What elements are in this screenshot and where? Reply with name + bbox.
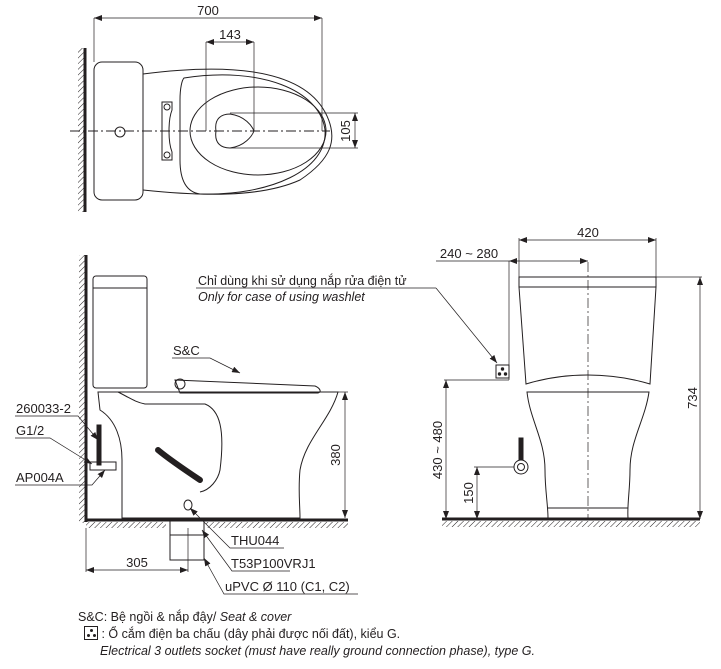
label-sc: S&C (173, 343, 200, 358)
top-view (70, 15, 358, 212)
hinge (161, 101, 173, 161)
legend-socket-vi: : Ổ cắm điện ba chấu (dây phải được nối … (98, 627, 401, 641)
hinge-bolt-top (163, 103, 171, 111)
leader-thu044 (189, 507, 284, 549)
washlet-note-leader (196, 287, 498, 364)
bowl-outer (142, 68, 333, 195)
dim-305-label: 305 (126, 555, 148, 570)
hinge-bolt-bottom (163, 151, 171, 159)
dim-734-label: 734 (685, 387, 700, 409)
legend-sc-vi: Bệ ngồi & nắp đậy/ (107, 610, 220, 624)
legend-socket-en: Electrical 3 outlets socket (must have r… (100, 644, 535, 658)
dim-143-label: 143 (219, 27, 241, 42)
leader-sc (172, 357, 241, 374)
leader-ap004a (15, 469, 106, 486)
dim-150-label: 150 (461, 482, 476, 504)
tank-button (114, 126, 126, 138)
dim-240-280-label: 240 ~ 280 (440, 246, 498, 261)
label-ap004a: AP004A (16, 470, 64, 485)
side-outlet-hole (183, 499, 193, 511)
legend-sc: S&C: Bệ ngồi & nắp đậy/ Seat & cover (78, 609, 535, 626)
label-260033-2: 260033-2 (16, 401, 71, 416)
legend-notes: S&C: Bệ ngồi & nắp đậy/ Seat & cover : Ổ… (78, 609, 535, 660)
label-thu044: THU044 (231, 533, 279, 548)
leader-upvc (203, 557, 358, 595)
flex-hose (96, 424, 102, 466)
dim-430-480-label: 430 ~ 480 (430, 421, 445, 479)
legend-sc-key: S&C: (78, 610, 108, 624)
front-flex-hose (518, 437, 524, 461)
legend-sc-en: Seat & cover (219, 610, 292, 624)
washlet-socket-icon (495, 364, 510, 379)
outlet-pipe (169, 519, 205, 561)
side-bowl (97, 391, 339, 519)
legend-socket: : Ổ cắm điện ba chấu (dây phải được nối … (78, 626, 535, 643)
front-supply-valve (513, 459, 529, 475)
side-view (15, 255, 358, 595)
dim-380-label: 380 (328, 444, 343, 466)
front-bowl (526, 391, 650, 519)
dim-105-label: 105 (338, 120, 353, 142)
dim-700-label: 700 (197, 3, 219, 18)
label-t53p100vrj1: T53P100VRJ1 (231, 556, 316, 571)
side-tank (92, 275, 148, 389)
leader-260033 (15, 415, 99, 441)
front-tank-lid (518, 276, 657, 288)
stop-valve (89, 461, 117, 471)
side-trapway (117, 391, 223, 493)
label-g1-2: G1/2 (16, 423, 44, 438)
leader-t53p (201, 529, 290, 572)
dim-420-label: 420 (577, 225, 599, 240)
seat-outline (179, 74, 326, 195)
seat-hinge (174, 378, 186, 390)
socket-icon (84, 626, 98, 640)
seat-cover (174, 379, 321, 394)
leader-g12 (15, 437, 93, 465)
label-upvc-pipe: uPVC Ø 110 (C1, C2) (225, 579, 350, 594)
washlet-note-vi: Chỉ dùng khi sử dụng nắp rửa điện tử (198, 273, 407, 288)
front-view (436, 237, 703, 527)
front-tank (518, 286, 657, 385)
washlet-note-en: Only for case of using washlet (198, 290, 365, 304)
side-trap-shape (155, 447, 203, 483)
wall-hatch (78, 48, 84, 212)
